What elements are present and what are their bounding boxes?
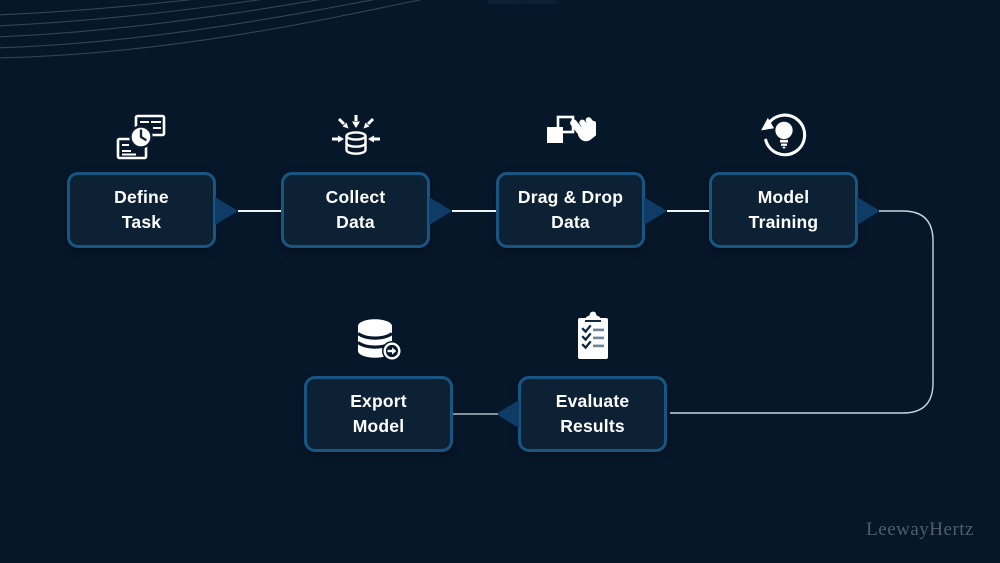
flow-node-label: Drag & Drop Data [517, 187, 624, 232]
flow-node-collect-data: Collect Data [281, 172, 430, 248]
flow-node-label: Export Model [350, 391, 407, 436]
clipboard-checklist-icon [565, 311, 621, 361]
flow-node-label: Model Training [748, 187, 819, 232]
flow-node-drag-drop-data: Drag & Drop Data [496, 172, 645, 248]
lightbulb-cycle-icon [756, 109, 812, 159]
flow-node-label: Define Task [114, 187, 169, 232]
leewayhertz-watermark: LeewayHertz [866, 519, 974, 540]
cropped-title-remnant [487, 0, 557, 4]
flow-node-evaluate-results: Evaluate Results [518, 376, 667, 452]
flow-node-export-model: Export Model [304, 376, 453, 452]
documents-clock-icon [113, 111, 169, 161]
flow-node-label: Evaluate Results [555, 391, 630, 436]
flow-node-label: Collect Data [325, 187, 386, 232]
flow-node-define-task: Define Task [67, 172, 216, 248]
drag-drop-hand-icon [542, 111, 598, 161]
database-inward-arrows-icon [328, 111, 384, 161]
database-export-icon [351, 313, 407, 363]
flow-node-model-training: Model Training [709, 172, 858, 248]
